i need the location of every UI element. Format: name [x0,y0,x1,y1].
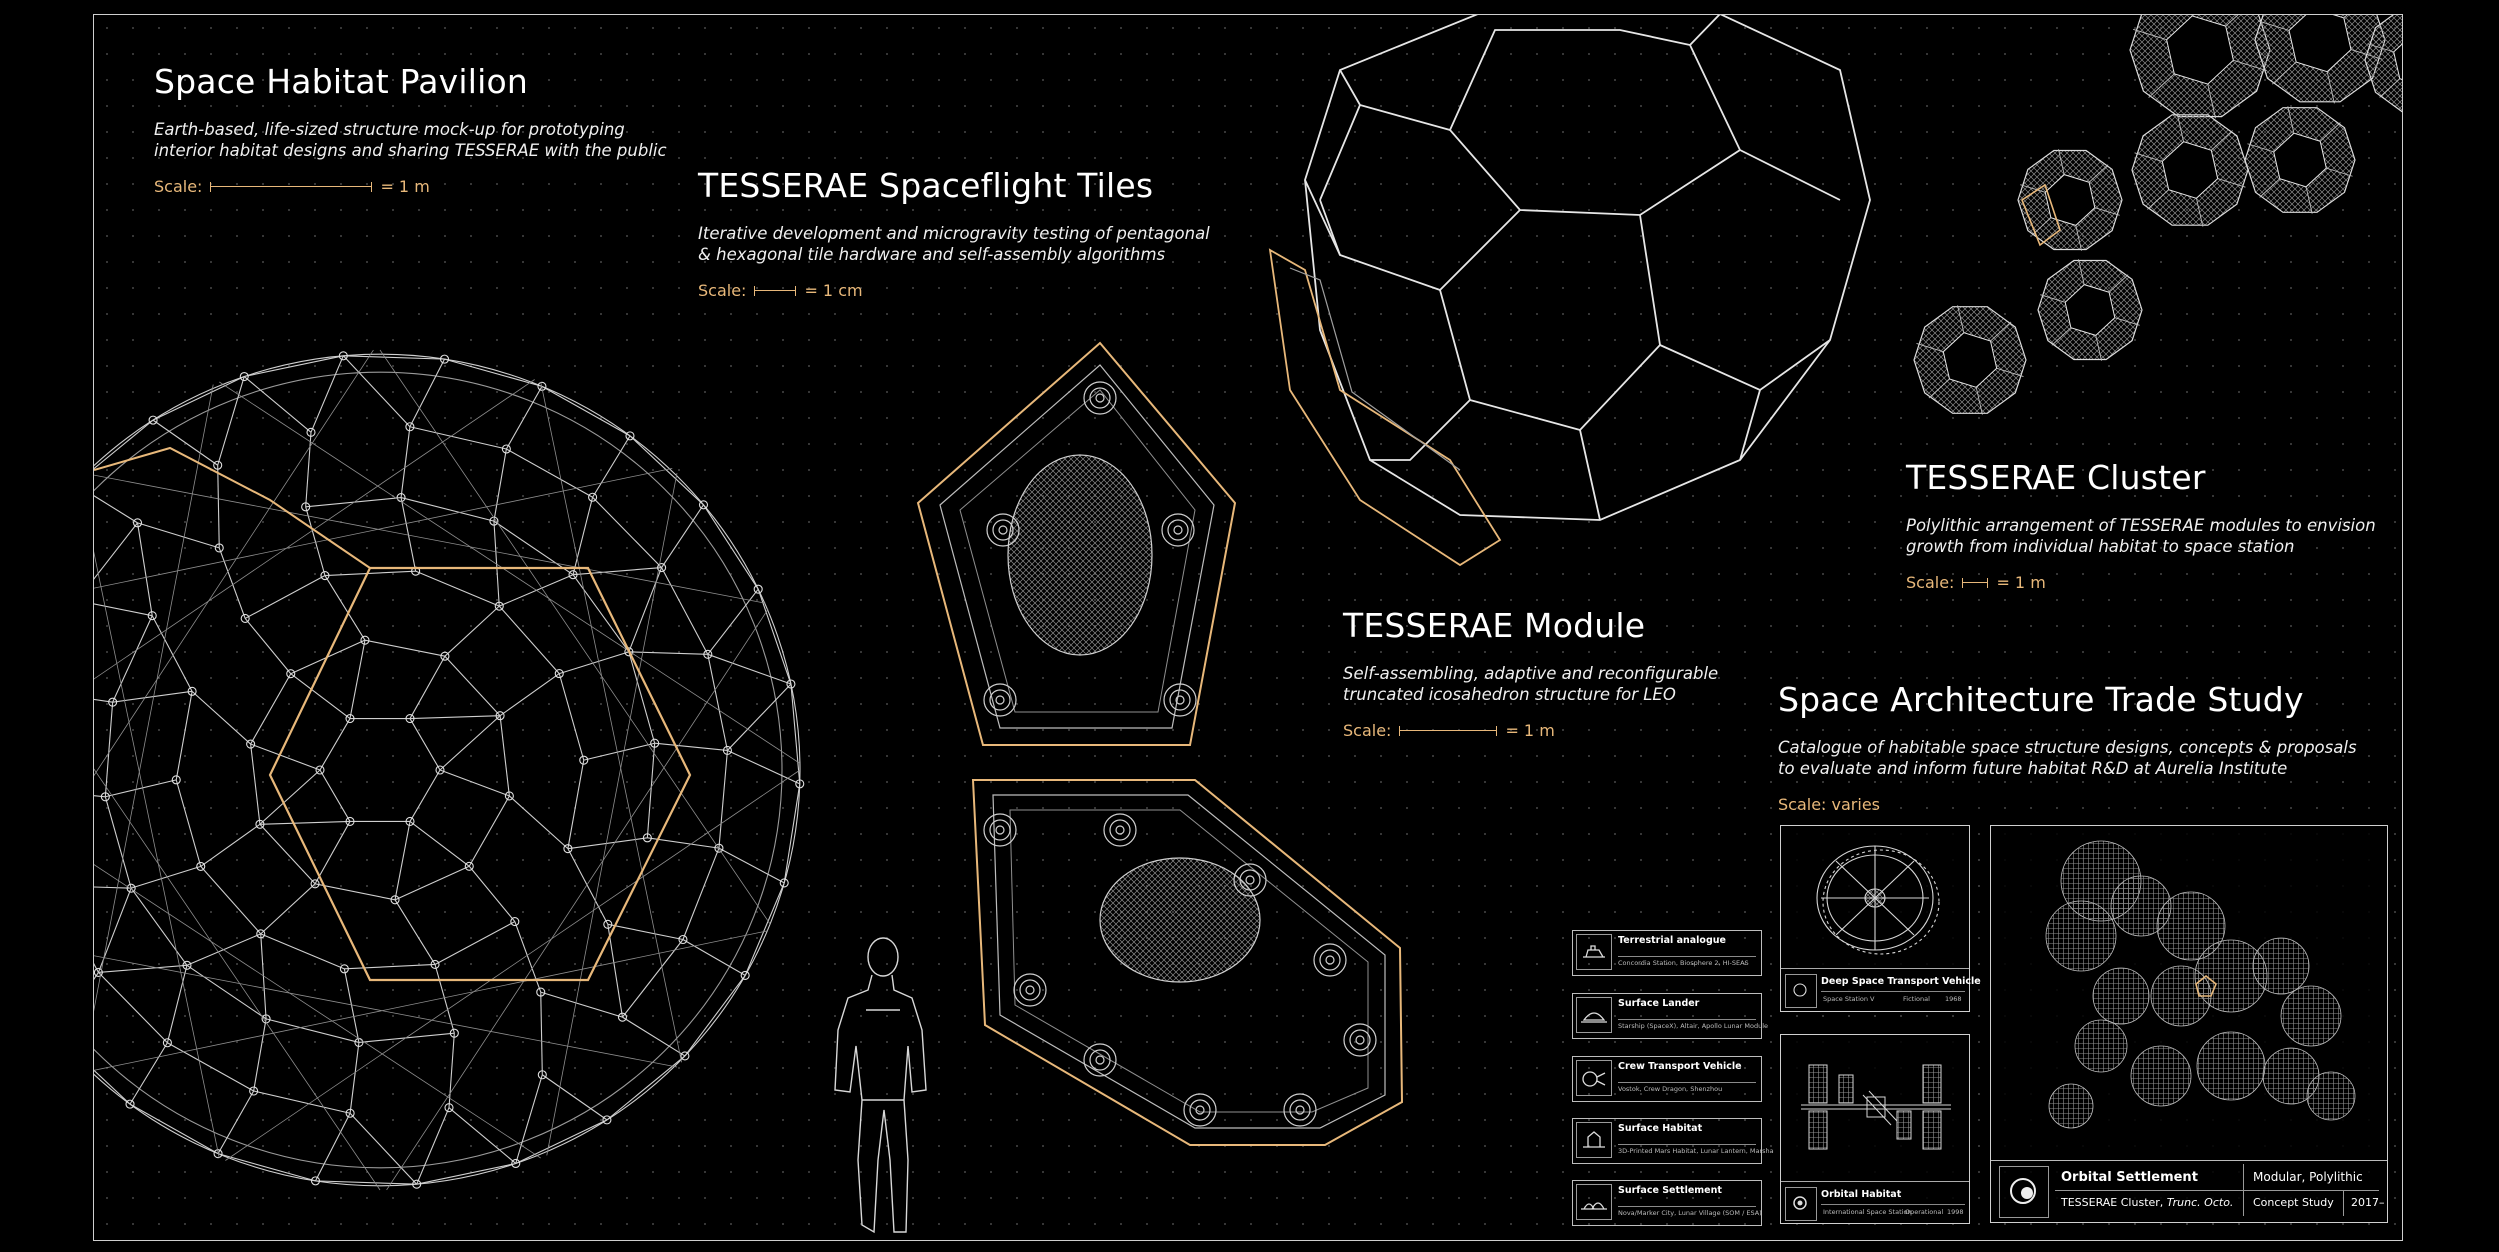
space-station-v-drawing [1816,845,1940,955]
card-deep-space-transport: Deep Space Transport Vehicle Space Stati… [1780,825,1981,1012]
surface-settlement-icon [1576,1184,1612,1220]
cluster-scale: Scale: = 1 m [1906,573,2046,592]
tiles-scale: Scale: = 1 cm [698,281,863,300]
pavilion-highlight-hexagon [268,566,692,982]
pentagon-tile-outline [916,341,1237,746]
pavilion-highlight-top [94,446,371,569]
cluster-drawing [1913,15,2402,415]
orbital-habitat-icon [1785,1187,1817,1221]
legend-item-surface-habitat: Surface Habitat 3D-Printed Mars Habitat,… [1572,1118,1774,1168]
crew-transport-icon [1576,1060,1612,1096]
scale-bar [1399,725,1498,736]
module-title: TESSERAE Module [1343,606,1646,645]
terrestrial-icon [1576,934,1612,970]
trade-study-title: Space Architecture Trade Study [1778,680,2304,719]
pavilion-dome-drawing [94,349,805,1191]
cluster-title: TESSERAE Cluster [1906,458,2206,497]
settlement-cluster-drawing [2045,840,2356,1129]
legend-item-lander: Surface Lander Starship (SpaceX), Altair… [1572,993,1768,1043]
pavilion-section: Space Habitat Pavilion Earth-based, life… [154,62,667,196]
surface-habitat-icon [1576,1122,1612,1158]
pavilion-scale: Scale: = 1 m [154,177,430,196]
tiles-description: Iterative development and microgravity t… [698,224,1210,264]
trade-study-description: Catalogue of habitable space structure d… [1778,738,2357,778]
pavilion-title: Space Habitat Pavilion [154,62,528,101]
module-scale: Scale: = 1 m [1343,721,1555,740]
tiles-title: TESSERAE Spaceflight Tiles [698,166,1154,205]
legend-item-surface-settlement: Surface Settlement Nova/Marker City, Lun… [1572,1180,1762,1230]
pavilion-description: Earth-based, life-sized structure mock-u… [154,120,667,160]
module-section: TESSERAE Module Self-assembling, adaptiv… [1343,606,1718,740]
trade-study-section: Space Architecture Trade Study Catalogue… [1778,680,2357,814]
orbital-vehicle-icon [1785,974,1817,1008]
spaceflight-tiles-drawing [916,341,1404,1146]
scale-bar [210,181,373,192]
scale-bar [1962,577,1989,588]
card-orbital-habitat: Orbital Habitat International Space Stat… [1780,1034,1970,1224]
hexagon-tile-outline [971,779,1404,1146]
cluster-section: TESSERAE Cluster Polylithic arrangement … [1906,458,2376,592]
cluster-description: Polylithic arrangement of TESSERAE modul… [1906,516,2376,556]
legend-item-crew-transport: Crew Transport Vehicle Vostok, Crew Drag… [1572,1056,1762,1106]
lander-icon [1576,997,1612,1033]
human-scale-figure [834,937,927,1234]
orbital-settlement-icon [1999,1166,2049,1218]
settlement-subject: TESSERAE Cluster, Trunc. Octo. [2061,1196,2234,1209]
trade-study-scale: Scale: varies [1778,795,1880,814]
legend-item-terrestrial: Terrestrial analogue Concordia Station, … [1572,930,1762,980]
iss-drawing [1801,1064,1951,1150]
card-orbital-settlement: Orbital Settlement Modular, Polylithic T… [1990,825,2388,1223]
module-drawing [1268,15,1871,567]
scale-bar [754,285,797,296]
tiles-section: TESSERAE Spaceflight Tiles Iterative dev… [698,166,1210,300]
module-open-panel [1268,248,1502,567]
module-description: Self-assembling, adaptive and reconfigur… [1343,664,1719,704]
